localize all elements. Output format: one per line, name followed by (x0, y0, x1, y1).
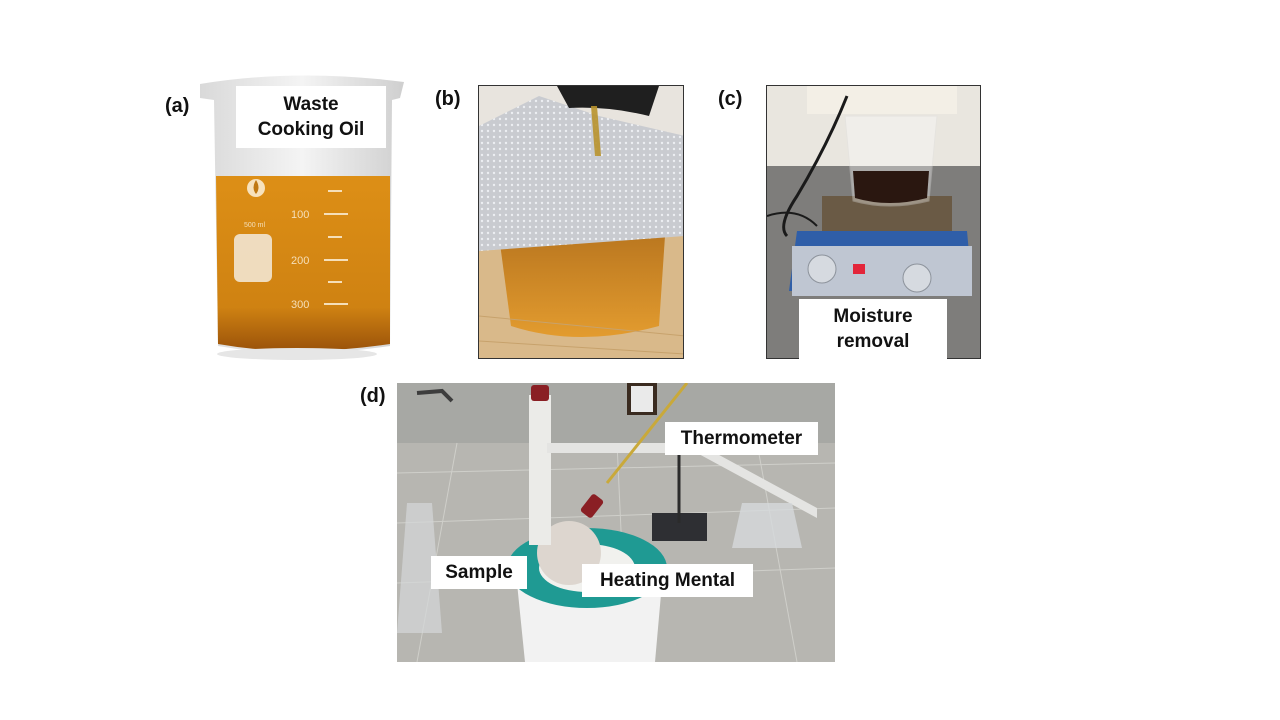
panel-d-label: (d) (360, 385, 386, 407)
callout-line-1: Waste (283, 94, 339, 115)
heating-mantle-callout: Heating Mental (582, 564, 753, 597)
callout-line-1: Moisture (833, 306, 913, 327)
sample-callout: Sample (431, 556, 527, 589)
moisture-removal-callout: Moisture removal (799, 299, 947, 359)
beaker-capacity-text: 500 ml (244, 222, 265, 229)
waste-cooking-oil-callout: Waste Cooking Oil (236, 86, 386, 148)
graduation-300: 300 (291, 299, 309, 311)
panel-c-label: (c) (718, 88, 743, 110)
graduation-100: 100 (291, 209, 309, 221)
panel-b-photo-filtration (478, 85, 684, 359)
flame-logo-icon (247, 179, 265, 197)
panel-a-label: (a) (165, 95, 190, 117)
callout-line-2: removal (836, 331, 910, 352)
callout-line-2: Cooking Oil (257, 119, 365, 140)
panel-b-label: (b) (435, 88, 461, 110)
graduation-200: 200 (291, 255, 309, 267)
thermometer-callout: Thermometer (665, 422, 818, 455)
